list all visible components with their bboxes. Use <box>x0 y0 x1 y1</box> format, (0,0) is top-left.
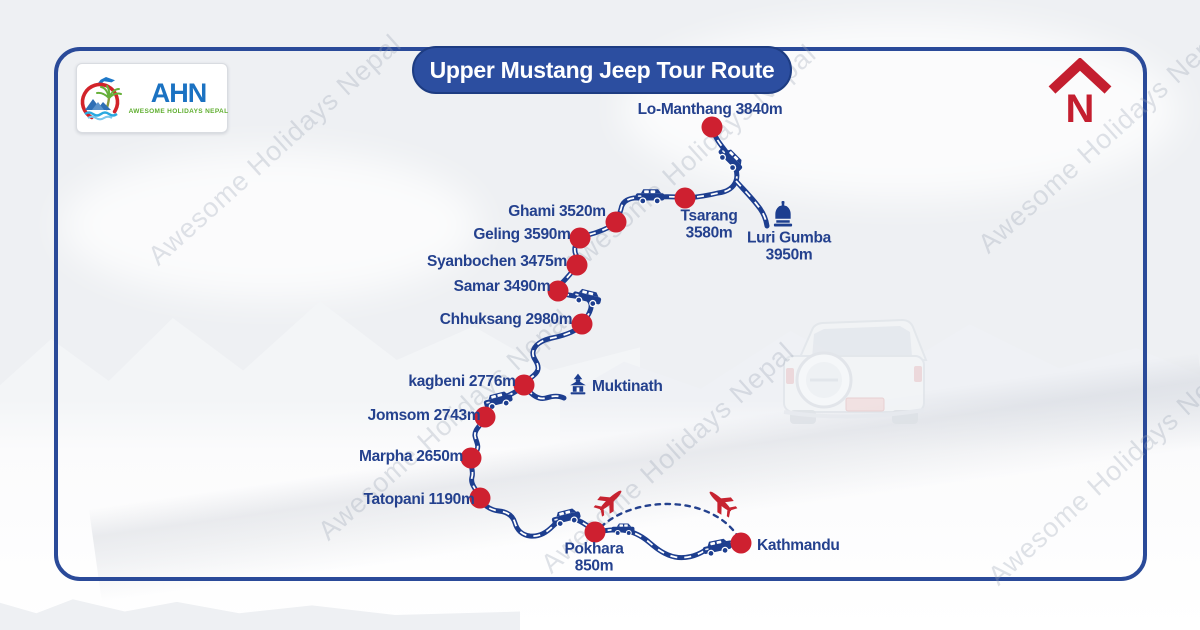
stop-name: Kathmandu <box>757 536 840 554</box>
stop-dot-kathmandu <box>730 532 752 554</box>
jeep-icon <box>714 142 749 177</box>
plane-icon <box>589 480 631 521</box>
stop-name: Pokhara <box>564 540 624 558</box>
stop-label-marpha: Marpha 2650m <box>358 447 464 466</box>
poi-name: Muktinath <box>592 377 663 395</box>
stop-dot-pokhara <box>584 521 606 543</box>
stop-label-jomsom: Jomsom 2743m <box>367 406 481 425</box>
stop-label-kathmandu: Kathmandu <box>757 536 840 555</box>
stop-label-tatopani: Tatopani 1190m <box>363 490 475 509</box>
stop-label-lo-manthang: Lo-Manthang 3840m <box>637 100 783 119</box>
stop-label-chhuksang: Chhuksang 2980m <box>439 310 573 329</box>
stop-name: Jomsom 2743m <box>367 406 481 424</box>
plane-icon <box>700 481 742 522</box>
logo-company-name: AWESOME HOLIDAYS NEPAL <box>128 108 229 116</box>
stop-dot-jomsom <box>474 406 496 428</box>
stop-name: kagbeni 2776m <box>408 372 516 390</box>
stop-dot-chhuksang <box>571 313 593 335</box>
logo-emblem-icon <box>76 72 126 124</box>
jeep-icon <box>481 388 515 413</box>
jeep-icon <box>635 187 666 205</box>
stop-elevation: 3580m <box>685 224 733 241</box>
jeep-icon <box>570 285 604 310</box>
stop-dot-tatopani <box>469 487 491 509</box>
poi-label-muktinath: Muktinath <box>592 377 663 396</box>
route-luri-branch-dashes <box>735 180 768 227</box>
north-indicator: N <box>1042 57 1118 136</box>
stupa-icon <box>772 201 795 227</box>
stop-name: Chhuksang 2980m <box>439 310 573 328</box>
stop-dot-geling <box>569 227 591 249</box>
stop-name: Samar 3490m <box>453 277 551 295</box>
stop-dot-lo-manthang <box>701 116 723 138</box>
poi-elevation: 3950m <box>765 246 813 263</box>
logo-text: AHN AWESOME HOLIDAYS NEPAL <box>129 80 229 116</box>
poi-name: Luri Gumba <box>747 229 831 247</box>
stop-dot-syanbochen <box>566 254 588 276</box>
suv-photo-ghost <box>760 310 938 443</box>
snow-field <box>0 400 1200 630</box>
stop-dot-ghami <box>605 211 627 233</box>
stop-name: Syanbochen 3475m <box>427 252 567 270</box>
jeep-icon <box>549 505 583 530</box>
jeep-icon <box>700 535 734 559</box>
car-icon <box>611 522 636 537</box>
stop-dot-samar <box>547 280 569 302</box>
route-main-dashes <box>470 126 741 559</box>
stop-elevation: 850m <box>574 557 614 574</box>
title-banner: Upper Mustang Jeep Tour Route <box>412 46 792 94</box>
stop-label-geling: Geling 3590m <box>473 225 571 244</box>
company-logo: AHN AWESOME HOLIDAYS NEPAL <box>76 63 228 133</box>
north-label: N <box>1065 87 1095 131</box>
stop-label-syanbochen: Syanbochen 3475m <box>427 252 567 271</box>
logo-abbreviation: AHN <box>150 78 207 109</box>
flight-path-dashed <box>599 502 739 537</box>
stop-name: Tsarang <box>680 207 738 225</box>
stop-name: Tatopani 1190m <box>363 490 475 508</box>
temple-icon <box>569 373 588 395</box>
page-title: Upper Mustang Jeep Tour Route <box>429 56 775 83</box>
cloud-haze <box>60 150 480 300</box>
stop-name: Ghami 3520m <box>508 202 606 220</box>
stop-name: Lo-Manthang 3840m <box>637 100 783 118</box>
stop-dot-marpha <box>460 447 482 469</box>
stop-name: Marpha 2650m <box>358 447 464 465</box>
stop-dot-kagbeni <box>513 374 535 396</box>
stop-label-samar: Samar 3490m <box>453 277 551 296</box>
north-arrow-icon <box>1045 57 1115 94</box>
stop-label-ghami: Ghami 3520m <box>508 202 606 221</box>
stop-dot-tsarang <box>674 187 696 209</box>
stop-name: Geling 3590m <box>473 225 571 243</box>
route-muktinath-branch <box>524 386 567 401</box>
stop-label-kagbeni: kagbeni 2776m <box>408 372 516 391</box>
